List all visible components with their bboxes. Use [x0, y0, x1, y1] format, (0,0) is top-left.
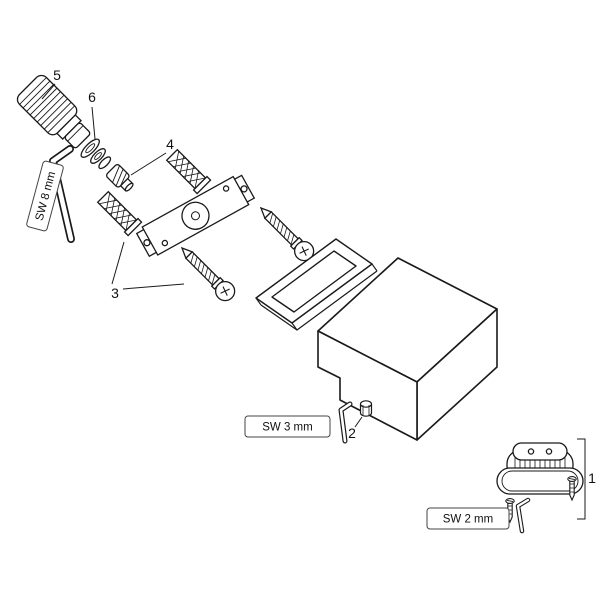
callout-part1: 1 [588, 470, 596, 486]
leader-lines [41, 83, 586, 520]
callout-part2: 2 [348, 425, 356, 441]
callout-part3: 3 [111, 285, 119, 301]
part-6-seal-washers [80, 138, 112, 170]
sw2-label-text: SW 2 mm [443, 514, 493, 526]
mounting-plate [135, 174, 256, 258]
escutcheon-cap [496, 442, 584, 495]
mounting-screw [174, 240, 240, 306]
sw3-label-text: SW 3 mm [262, 422, 312, 434]
callout-part5: 5 [53, 67, 61, 83]
allen-key-sw8 [49, 145, 75, 243]
wall-plug [164, 147, 212, 195]
allen-key-sw3 [338, 401, 353, 444]
label-sw8-box: SW 8 mm [26, 160, 64, 232]
spout-body [317, 257, 498, 441]
escutcheon-frame [255, 238, 378, 331]
label-sw2-box: SW 2 mm [426, 507, 510, 530]
wall-plug [95, 189, 143, 237]
mounting-screw [253, 200, 319, 266]
label-sw3-box: SW 3 mm [244, 415, 331, 438]
callout-part4: 4 [166, 136, 174, 152]
part-5-wall-connector [16, 74, 91, 149]
allen-key-sw2 [515, 497, 531, 534]
callout-part6: 6 [88, 89, 96, 105]
part-4-flow-insert [106, 164, 134, 192]
grub-screw [359, 400, 373, 417]
